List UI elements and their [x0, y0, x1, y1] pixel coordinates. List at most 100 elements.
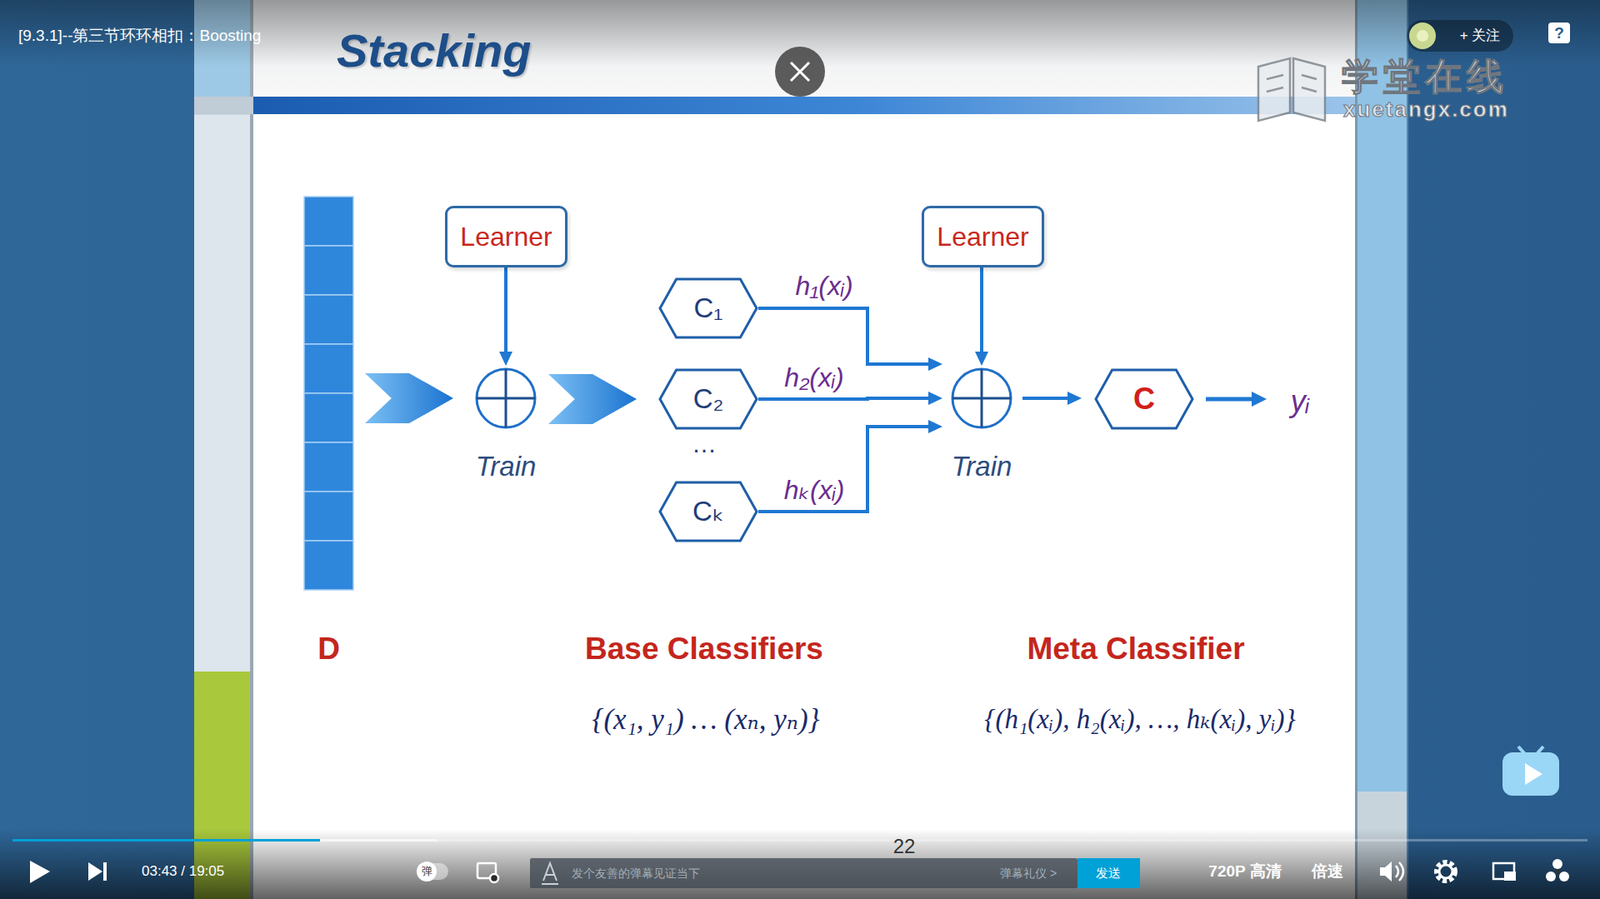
danmaku-settings-icon: [477, 863, 499, 883]
slide-right-strip: [1406, 0, 1409, 899]
danmaku-settings-icon: [490, 874, 499, 883]
connector-line: [758, 398, 931, 400]
slide-left-strip: [194, 0, 254, 899]
dataset-cell: [304, 393, 354, 443]
danmaku-toggle-label: 弹: [421, 865, 433, 879]
dataset-cell: [304, 540, 354, 590]
node-label: Cₖ: [692, 495, 725, 528]
connector-line: [758, 426, 931, 512]
dataset-cell: [304, 491, 354, 541]
hexagon-outline: [660, 279, 757, 338]
danmaku-input: [530, 858, 1078, 889]
fullscreen-icon: [1545, 859, 1570, 882]
follow-button: [1406, 20, 1514, 52]
arrowhead: [975, 351, 989, 366]
arrowhead: [499, 351, 513, 366]
hexagon-outline: [1095, 370, 1193, 429]
edge-label: h₁(xᵢ): [792, 270, 855, 302]
base-classifier: C₂: [658, 368, 759, 430]
video-title: [9.3.1]--第三节环环相扣：Boosting: [18, 26, 261, 45]
close-button: [775, 46, 825, 97]
time-display: 03:43 / 19:05: [141, 863, 225, 880]
train-combiner-shape: [950, 367, 1013, 430]
dataset-cell: [304, 245, 354, 295]
fullscreen-icon: [1559, 871, 1570, 882]
arrowhead: [928, 391, 943, 405]
connector: [758, 391, 943, 405]
dataset-cell: [304, 196, 354, 246]
node-label: C₂: [693, 383, 725, 415]
train-combiner-shape: [475, 367, 537, 430]
help-icon: [1548, 22, 1570, 44]
slide-left-strip: [194, 96, 254, 115]
dataset-cell: [304, 295, 354, 345]
connector-line: [504, 267, 508, 355]
connector: [975, 267, 989, 366]
watermark: xuetangx.com: [1343, 97, 1510, 123]
dataset-cell: [304, 344, 354, 394]
connector-line: [758, 308, 931, 365]
progress-bar: [12, 839, 1588, 842]
settings-icon: [1436, 862, 1455, 881]
slide-body: [253, 96, 1355, 115]
ellipsis: …: [691, 430, 717, 460]
slide-right-strip: [1355, 0, 1409, 899]
learner-box: Learner: [445, 205, 568, 268]
follow-button: [1416, 30, 1429, 42]
next-icon: [88, 862, 107, 881]
watermark-logo: [1266, 75, 1317, 92]
fullscreen-icon: [1555, 869, 1560, 875]
learner-box: Learner: [921, 205, 1045, 268]
slide-body: [194, 96, 254, 115]
connector: [1022, 391, 1082, 405]
connector: [365, 373, 454, 424]
follow-button: [1406, 20, 1514, 52]
slide-right-strip: [1355, 0, 1358, 899]
node-label: C₁: [694, 292, 724, 325]
follow-button: [1409, 22, 1436, 50]
node-label: Learner: [936, 221, 1029, 253]
output-arrow: [1205, 397, 1254, 402]
combiner-cross: [505, 369, 508, 428]
slide-body: [253, 0, 1355, 899]
next-icon: [103, 862, 107, 881]
combiner-circle: [476, 369, 535, 428]
tv-icon: [1525, 763, 1543, 785]
bottom-shade: [0, 829, 1600, 899]
train-combiner: Train: [475, 367, 537, 430]
connector: [758, 420, 943, 512]
settings-icon: [1436, 862, 1455, 881]
node-caption: Train: [951, 450, 1013, 483]
chevron-arrow: [365, 373, 454, 424]
fullscreen-icon: [1552, 859, 1563, 870]
slide-body: [194, 0, 1355, 899]
base-classifier: C₁: [658, 277, 759, 340]
volume-icon: [1380, 861, 1392, 882]
hexagon-outline: [660, 370, 757, 429]
play-icon: [30, 860, 50, 884]
close-button: [790, 62, 810, 81]
next-icon: [88, 862, 103, 881]
hexagon-outline: [660, 482, 757, 541]
connector: [499, 267, 513, 366]
output-arrow: [1205, 391, 1267, 407]
node-label: Learner: [460, 221, 552, 253]
help-mark: ?: [1554, 24, 1565, 43]
watermark: 学堂在线: [1341, 55, 1509, 99]
formula: {(x₁, y₁) … (xₙ, yₙ)}: [591, 703, 820, 737]
text-style-icon: [541, 863, 559, 885]
base-classifier: Cₖ: [658, 480, 759, 543]
danmaku-toggle: [416, 861, 449, 882]
section-label: Base Classifiers: [585, 631, 824, 668]
node-caption: D: [317, 631, 340, 668]
section-label: Meta Classifier: [1026, 631, 1245, 668]
chevron-arrow: [548, 374, 637, 425]
send-button: [1077, 858, 1140, 889]
node-label: C: [1133, 381, 1155, 416]
progress-bar: [12, 839, 320, 842]
dataset-column-shape: [304, 196, 354, 590]
danmaku-toggle: [416, 861, 437, 882]
meta-classifier: C: [1094, 368, 1195, 430]
